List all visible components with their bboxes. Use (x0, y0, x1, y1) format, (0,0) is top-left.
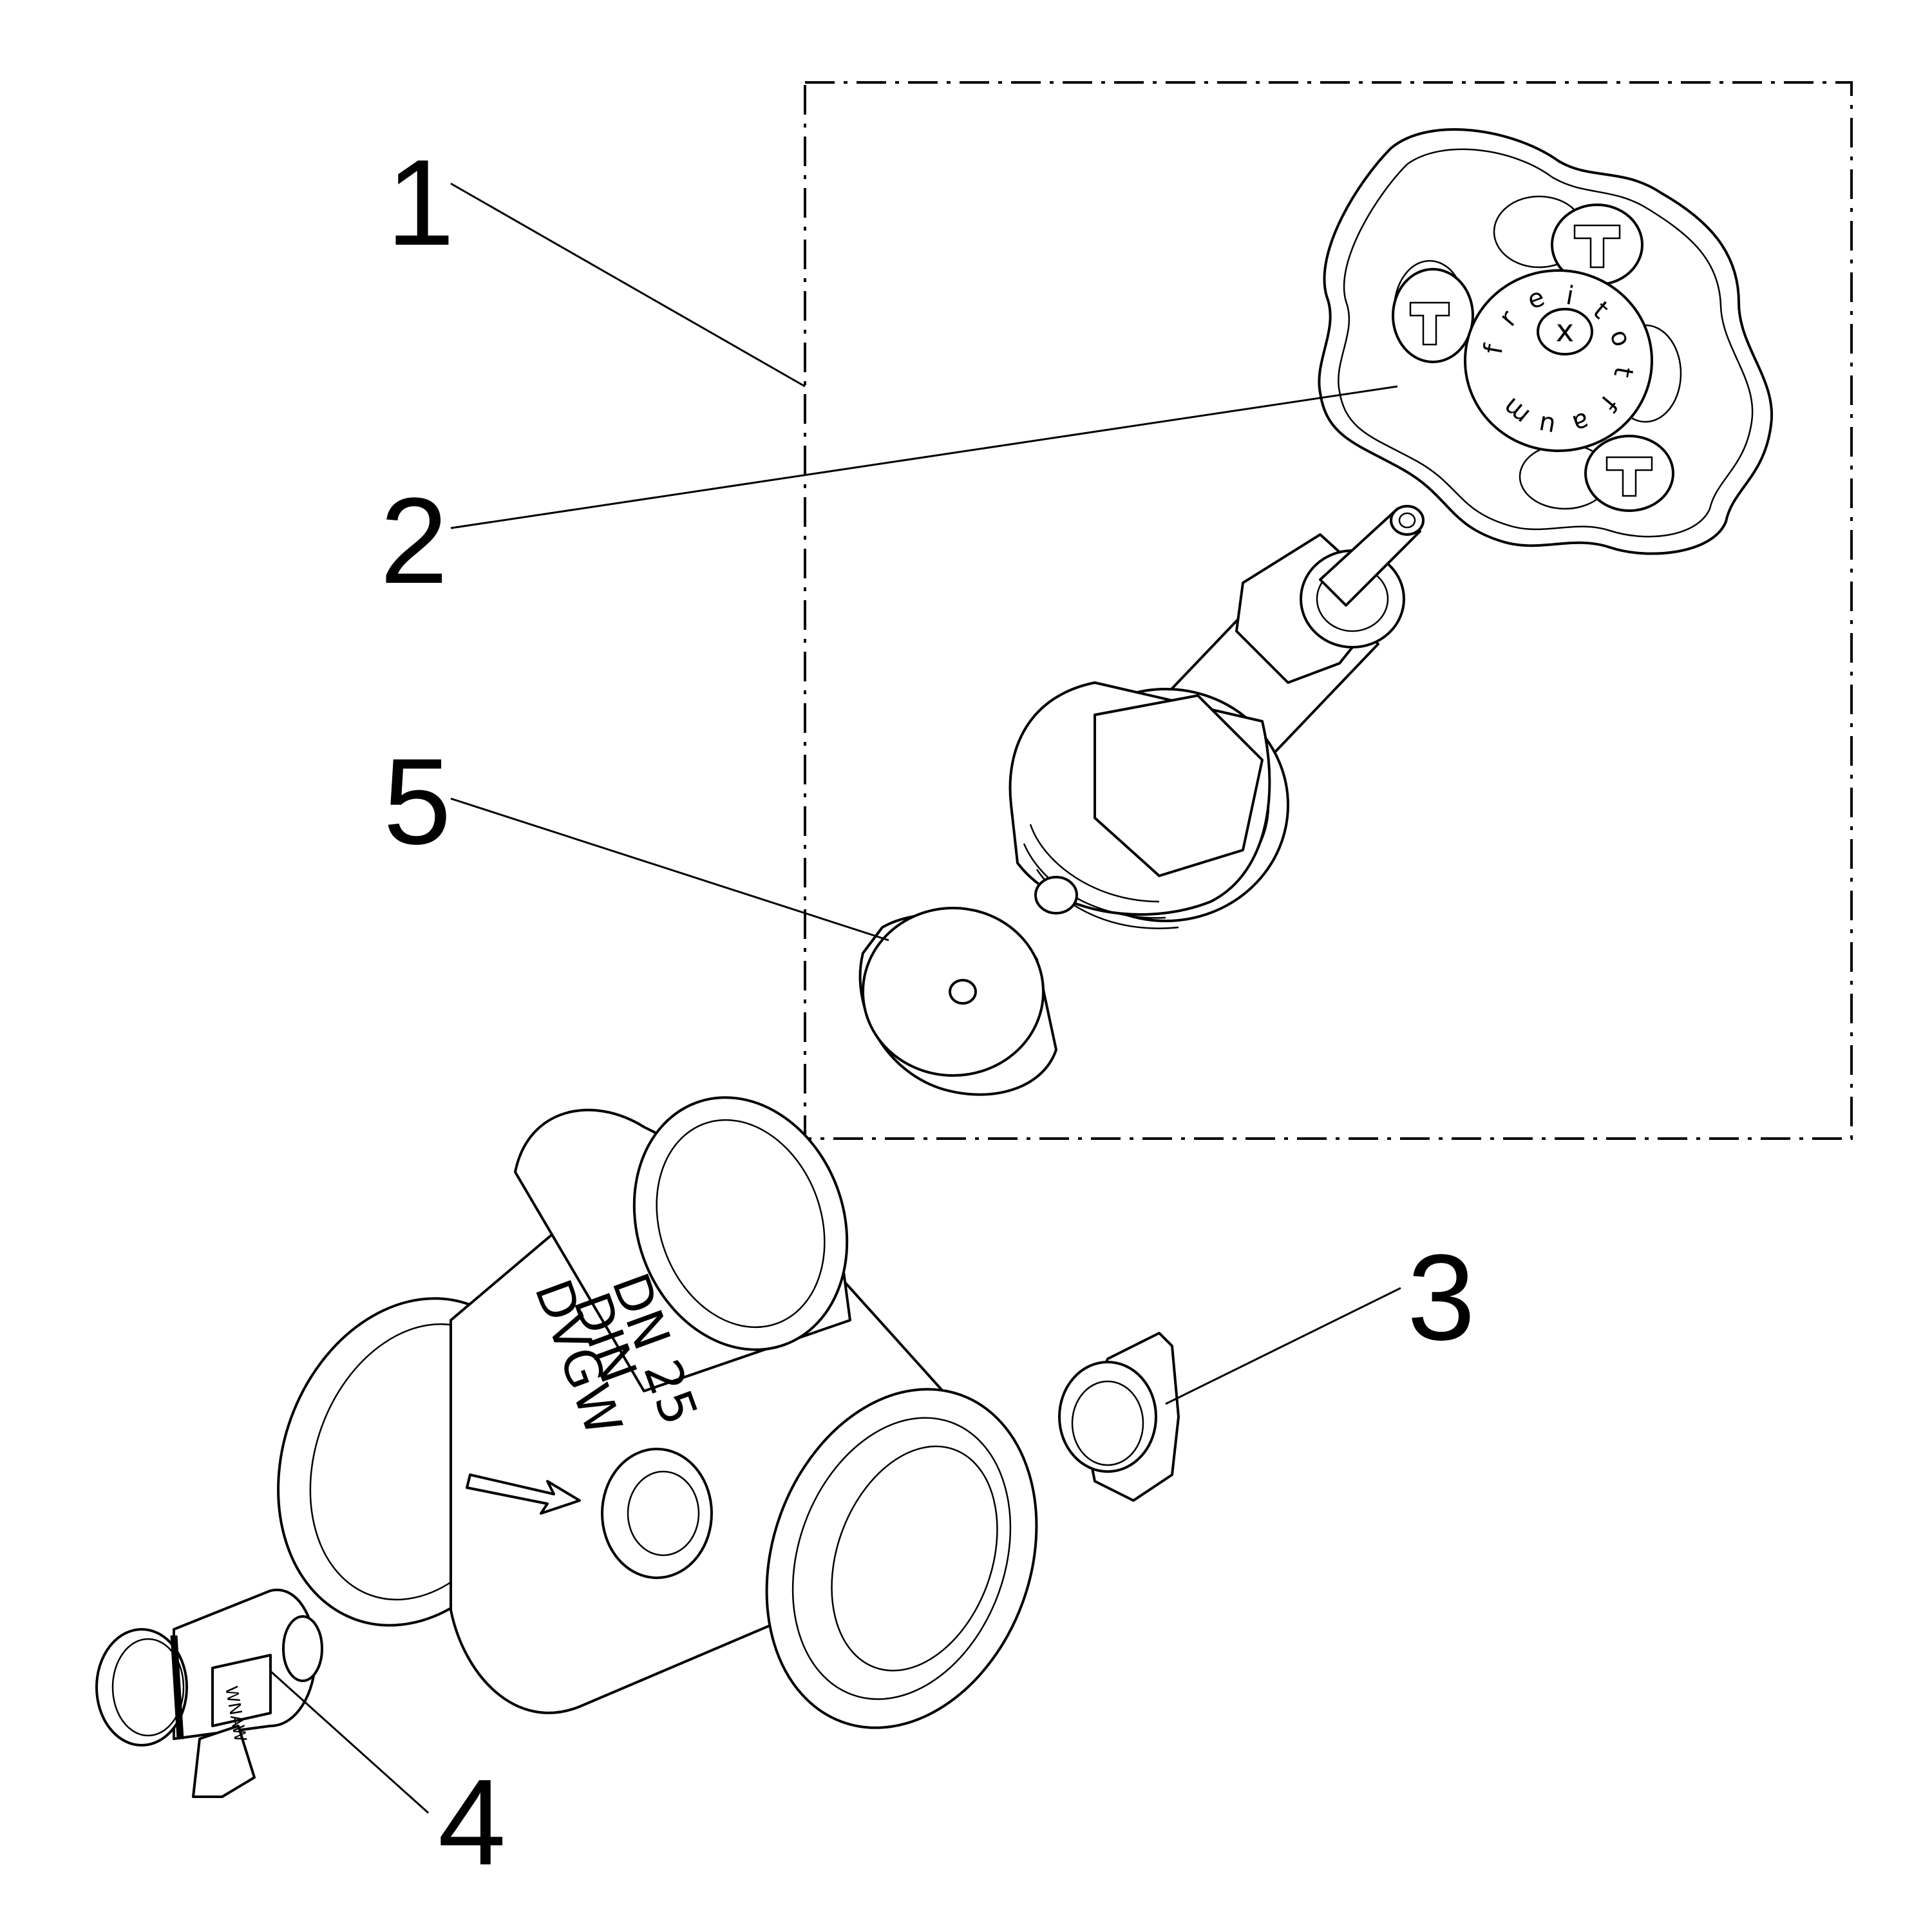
washer-hole (949, 979, 977, 1005)
valve-body: DN 25 DIN DVGW (277, 1096, 1038, 1729)
hub-center-mark: x (1556, 313, 1574, 349)
hose-nozzle (192, 1725, 256, 1798)
callout-2: 2 (380, 473, 448, 609)
valve-disc-pin (1034, 876, 1078, 914)
body-outlet-flange (765, 1388, 1038, 1729)
handwheel-hub (1464, 269, 1653, 452)
leader-line-2 (450, 385, 1398, 529)
valve-bonnet-lower (1009, 681, 1289, 929)
flow-direction-arrow (466, 1473, 581, 1515)
body-top-port (632, 1096, 849, 1351)
logo-boss-bottom (1584, 435, 1674, 512)
callout-5: 5 (383, 734, 451, 870)
callout-4: 4 (438, 1754, 506, 1891)
drain-valve: WNAW (95, 1588, 323, 1798)
bonnet-hex (1094, 694, 1264, 877)
callout-3: 3 (1407, 1229, 1475, 1366)
leader-line-1 (450, 182, 806, 388)
seal-washer (858, 907, 1057, 1096)
screw-plug (1058, 1332, 1180, 1502)
leader-line-3 (1165, 1287, 1401, 1405)
leader-line-4 (269, 1670, 430, 1814)
callout-1: 1 (386, 135, 455, 271)
hub-screw (1537, 308, 1593, 355)
drain-port-boss (601, 1448, 713, 1579)
spindle-square (1319, 507, 1421, 607)
assembly-group-frame (804, 81, 1853, 1140)
logo-boss-left (1392, 268, 1474, 363)
leader-line-5 (450, 797, 889, 942)
